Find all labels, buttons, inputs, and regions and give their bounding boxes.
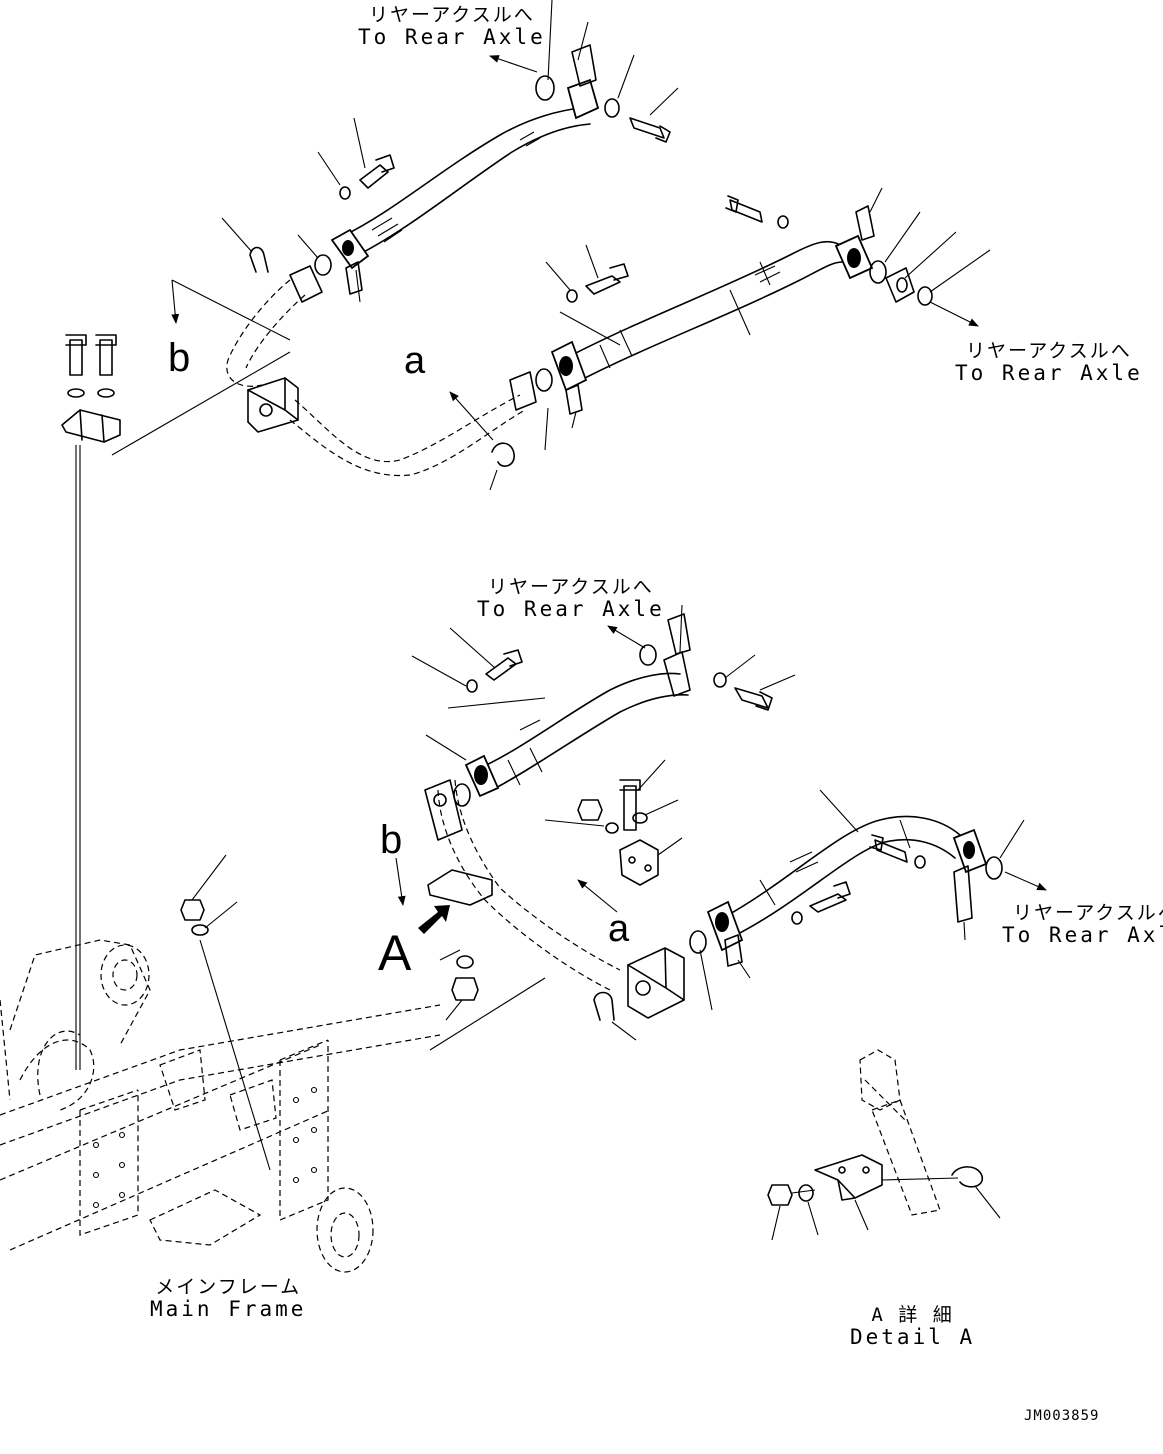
marker-view-a: A <box>378 925 412 981</box>
marker-a-lower: a <box>608 908 630 950</box>
marker-a-upper: a <box>404 340 426 382</box>
marker-b-lower: b <box>380 818 403 862</box>
marker-b-upper: b <box>168 336 191 380</box>
upper-hose-assembly <box>111 0 991 491</box>
upper-left-bracket <box>61 334 121 1070</box>
main-frame-label: メインフレーム Main Frame <box>150 1276 307 1321</box>
main-frame-outline <box>0 939 441 1273</box>
rear-axle-label-top: リヤーアクスルへ To Rear Axle <box>358 4 546 49</box>
view-a-arrow-icon <box>418 905 450 934</box>
drawing-code: JM003859 <box>1024 1408 1100 1424</box>
lower-hose-assembly <box>180 604 1025 1171</box>
rear-axle-label-right-lower: リヤーアクスルへ To Rear Axle <box>1002 902 1163 947</box>
detail-a-label: A 詳 細 Detail A <box>850 1304 976 1349</box>
rear-axle-label-middle: リヤーアクスルへ To Rear Axle <box>477 576 665 621</box>
direction-arrows <box>171 55 1047 934</box>
detail-a-view <box>767 1049 1001 1241</box>
rear-axle-label-right-upper: リヤーアクスルへ To Rear Axle <box>955 340 1143 385</box>
